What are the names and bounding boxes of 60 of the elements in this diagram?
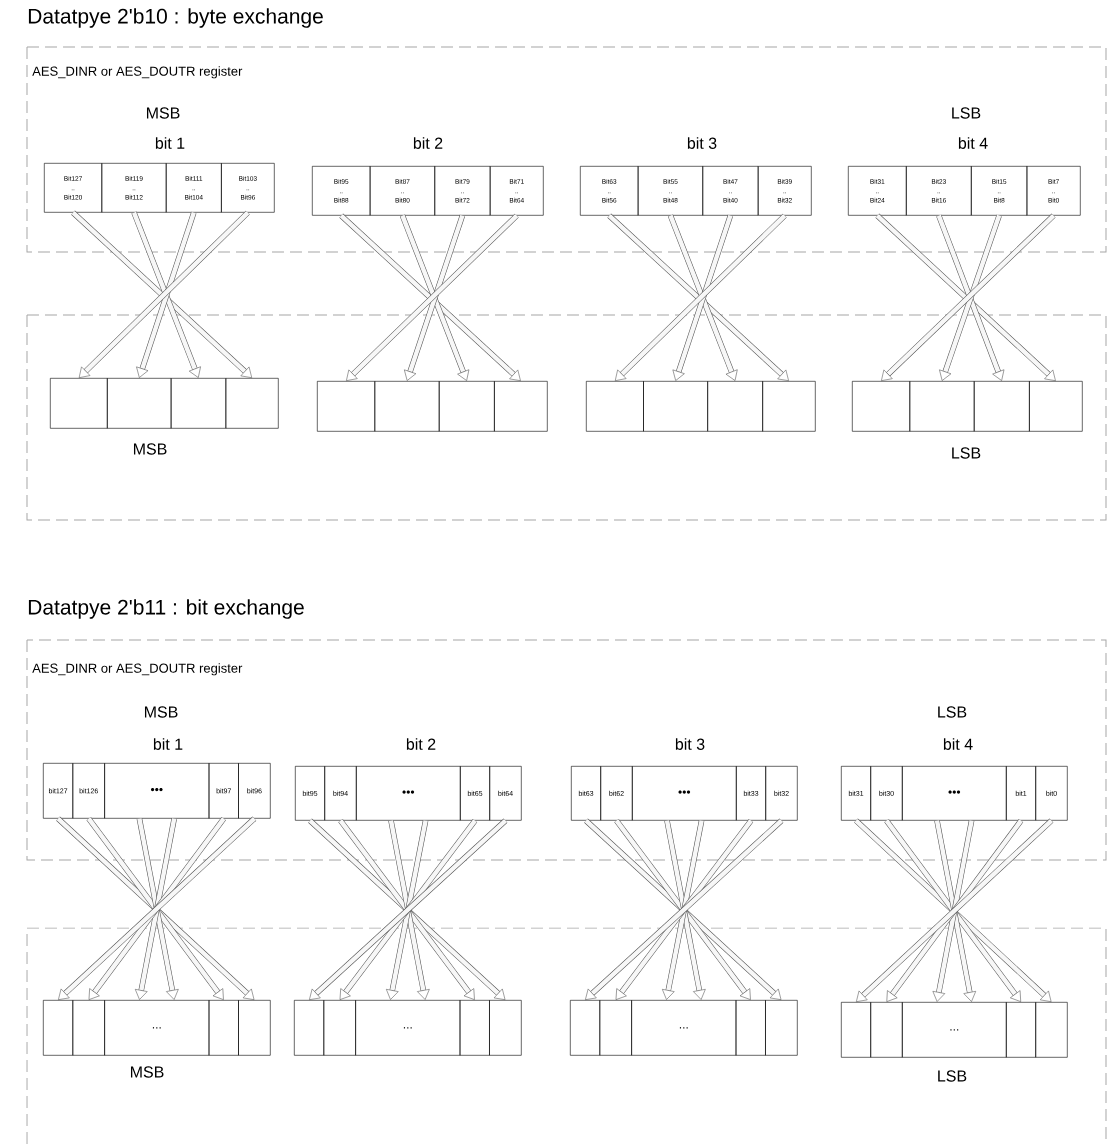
output-cell bbox=[225, 378, 279, 429]
word-label: bit 4 bbox=[958, 137, 988, 149]
output-cell bbox=[50, 378, 108, 429]
register-cell: ••• bbox=[632, 766, 737, 821]
byte-order-label: LSB bbox=[938, 1070, 967, 1082]
output-cell bbox=[852, 381, 911, 432]
output-cell bbox=[707, 381, 763, 432]
output-cell bbox=[489, 1000, 522, 1056]
output-cell bbox=[762, 381, 816, 432]
byte-order-label: MSB bbox=[134, 443, 167, 455]
output-cell bbox=[238, 1000, 271, 1056]
output-cell bbox=[72, 1000, 105, 1056]
section-heading: Datatpye 2'b11 : bit exchange bbox=[28, 599, 304, 619]
byte-order-label: MSB bbox=[145, 706, 178, 718]
word-label: bit 4 bbox=[943, 738, 973, 750]
output-cell bbox=[973, 381, 1030, 432]
register-cell: ••• bbox=[356, 766, 461, 821]
output-cell bbox=[599, 1000, 632, 1056]
byte-order-label: MSB bbox=[147, 107, 180, 119]
word-label: bit 1 bbox=[155, 137, 185, 149]
byte-order-label: LSB bbox=[938, 706, 967, 718]
output-cell: ... bbox=[104, 1000, 210, 1056]
output-cell bbox=[374, 381, 440, 432]
output-cell: ... bbox=[631, 1000, 737, 1056]
byte-order-label: LSB bbox=[952, 107, 981, 119]
output-cell bbox=[323, 1000, 356, 1056]
output-cell bbox=[570, 1000, 601, 1056]
output-cell bbox=[909, 381, 975, 432]
output-cell bbox=[494, 381, 548, 432]
word-label: bit 3 bbox=[687, 137, 717, 149]
output-cell bbox=[317, 381, 376, 432]
register-cell: ••• bbox=[902, 766, 1007, 821]
byte-order-label: MSB bbox=[131, 1066, 164, 1078]
dashed-region bbox=[26, 927, 1107, 1144]
output-cell bbox=[170, 378, 227, 429]
output-cell bbox=[43, 1000, 74, 1056]
output-cell bbox=[586, 381, 644, 432]
output-cell bbox=[735, 1000, 766, 1056]
output-cell bbox=[643, 381, 708, 432]
word-label: bit 1 bbox=[153, 738, 183, 750]
output-cell: ... bbox=[902, 1002, 1007, 1058]
output-cell bbox=[1035, 1002, 1068, 1058]
section-heading: Datatpye 2'b10 : byte exchange bbox=[28, 8, 323, 28]
output-cell bbox=[1029, 381, 1083, 432]
output-cell bbox=[1006, 1002, 1036, 1058]
output-cell: ... bbox=[355, 1000, 461, 1056]
register-cell: ••• bbox=[104, 763, 210, 819]
output-cell bbox=[841, 1002, 871, 1058]
output-cell bbox=[438, 381, 495, 432]
byte-order-label: LSB bbox=[952, 447, 981, 459]
word-label: bit 2 bbox=[413, 137, 443, 149]
dashed-region bbox=[26, 314, 1107, 521]
output-cell bbox=[208, 1000, 239, 1056]
output-cell bbox=[459, 1000, 490, 1056]
word-label: bit 2 bbox=[406, 738, 436, 750]
word-label: bit 3 bbox=[675, 738, 705, 750]
output-cell bbox=[107, 378, 172, 429]
output-cell bbox=[870, 1002, 903, 1058]
output-cell bbox=[294, 1000, 325, 1056]
output-cell bbox=[765, 1000, 798, 1056]
